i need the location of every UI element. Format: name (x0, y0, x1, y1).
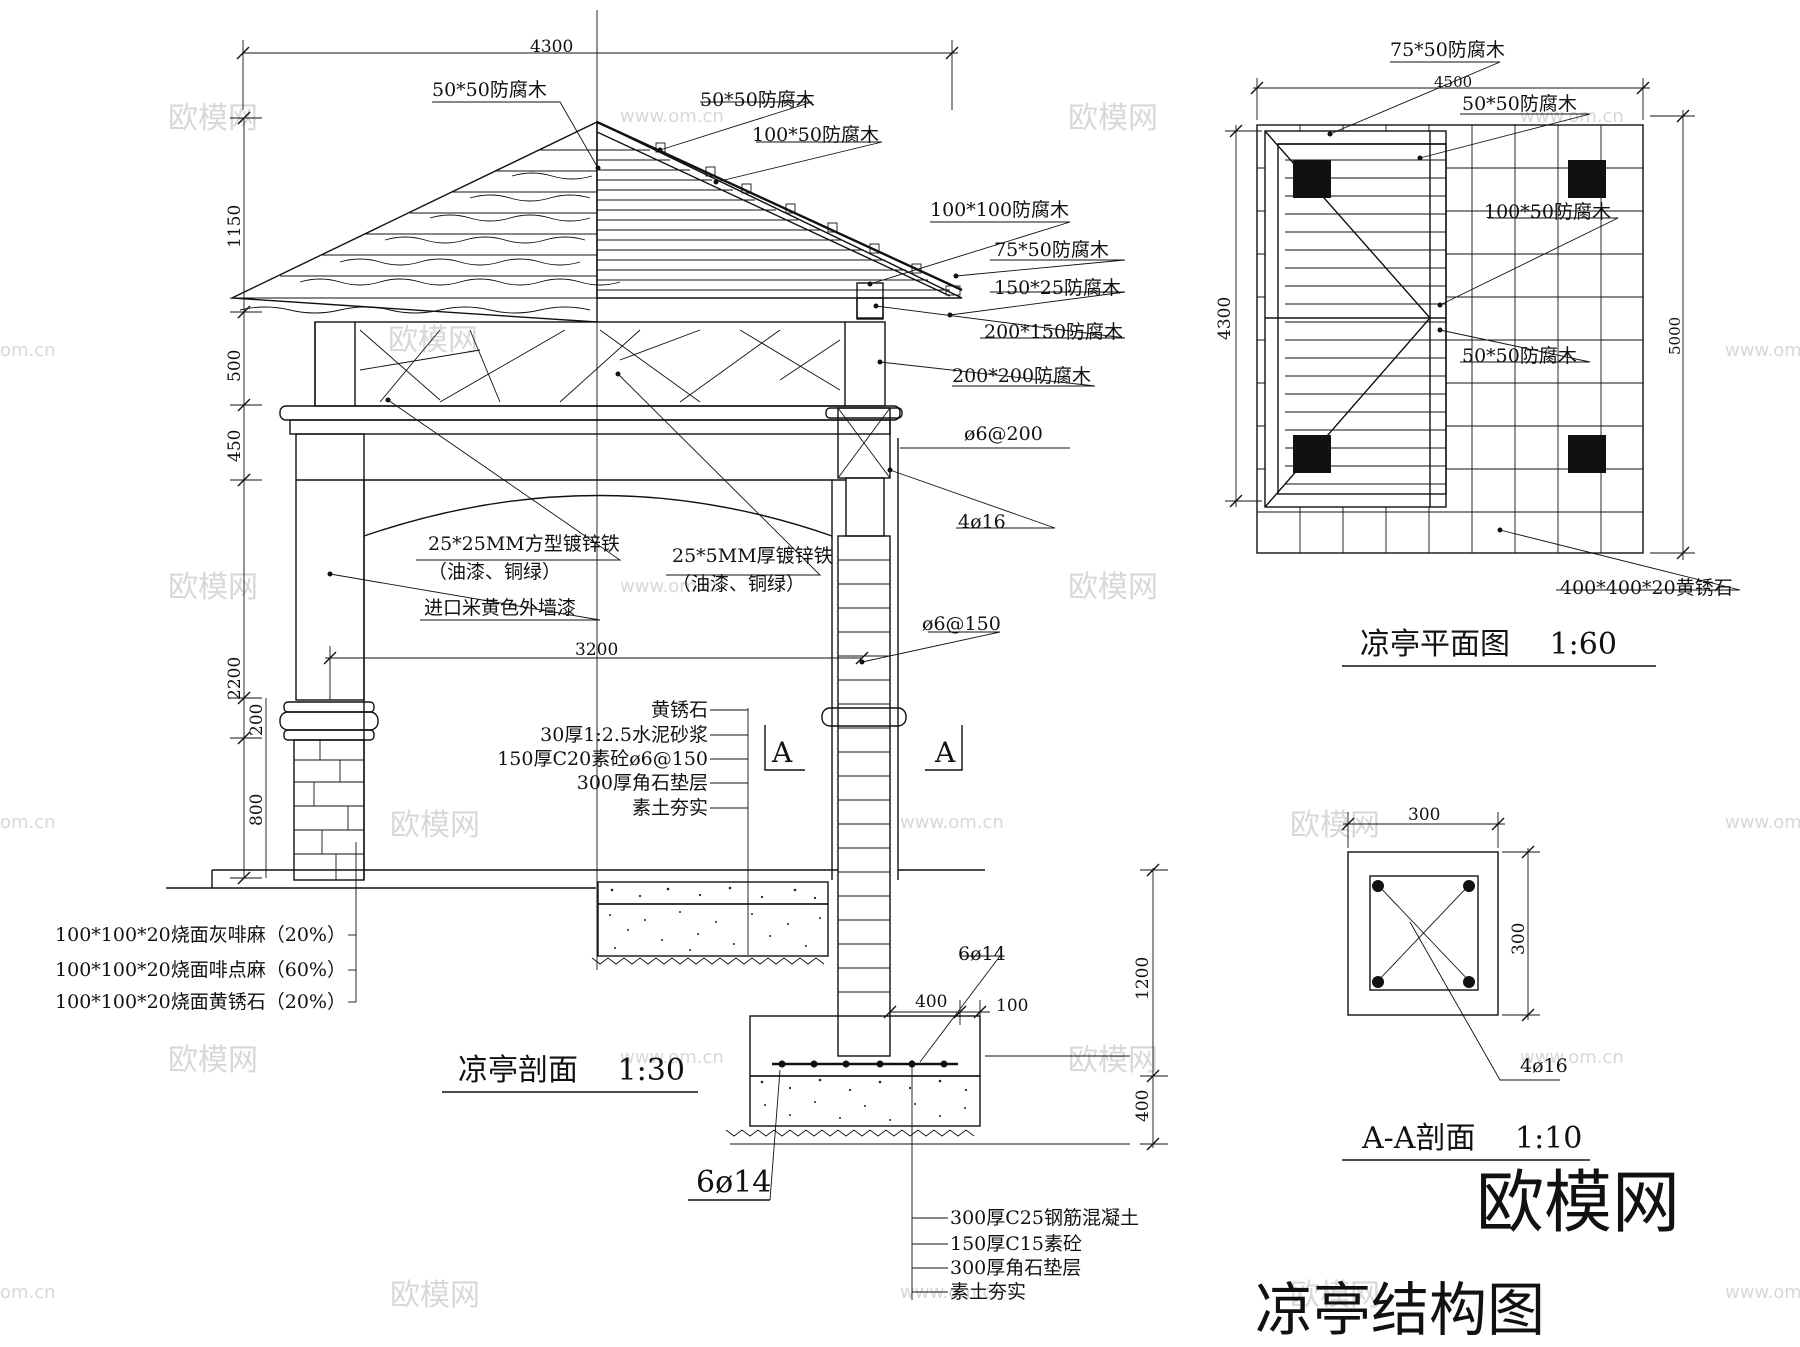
plan-title-text: 凉亭平面图 (1360, 627, 1510, 662)
watermark-url: www.om.cn (900, 1282, 1004, 1303)
plan-callout: 50*50防腐木 (1462, 93, 1577, 115)
section-scale: 1:30 (618, 1053, 685, 1088)
watermark-url: www.om.cn (1725, 1282, 1800, 1303)
dim-total-width: 4300 (530, 37, 573, 57)
brand-logo: 欧模网 (1476, 1164, 1680, 1243)
pedestal-finish-item: 100*100*20烧面啡点麻（60%） (55, 959, 346, 981)
dim-footing-depth: 1200 (1133, 957, 1153, 1000)
watermark: 欧模网 (388, 323, 478, 358)
callout-timber: 75*50防腐木 (994, 239, 1109, 261)
watermark-url: www.om.cn (1520, 1047, 1624, 1068)
floor-layer: 黄锈石 (651, 699, 708, 721)
section-drawing: 4300 1150 500 450 2200 200 (166, 10, 1168, 1201)
dim-roof-height: 1150 (225, 205, 245, 248)
watermark: 欧模网 (1068, 101, 1158, 136)
watermarks: 欧模网 欧模网 欧模网 欧模网 欧模网 欧模网 欧模网 欧模网 欧模网 欧模网 … (168, 101, 1380, 1313)
callout-iron: （油漆、铜绿） (428, 561, 561, 583)
watermark: 欧模网 (168, 1043, 258, 1078)
section-callouts: 50*50防腐木 50*50防腐木 100*50防腐木 100*100防腐木 7… (327, 79, 1126, 1063)
dim-footing-thick: 400 (1133, 1090, 1153, 1122)
cut-mark-right: A (934, 736, 956, 769)
watermark-url: www.om.cn (620, 576, 724, 597)
plan-callout: 100*50防腐木 (1484, 201, 1611, 223)
dim-pedestal: 800 (247, 794, 267, 826)
watermark-url: om.cn (0, 1282, 56, 1303)
footing-layer: 素土夯实 (950, 1281, 1026, 1303)
plan-callout: 75*50防腐木 (1390, 39, 1505, 61)
dim-frieze-height: 500 (225, 350, 245, 382)
plan-dim-depth: 4300 (1215, 297, 1235, 340)
watermark-url: www.om.cn (900, 812, 1004, 833)
aa-dim-height: 300 (1509, 923, 1529, 955)
watermark-url: www.om.cn (1725, 340, 1800, 361)
watermark: 欧模网 (168, 570, 258, 605)
watermark: 欧模网 (390, 808, 480, 843)
dim-span: 3200 (575, 640, 618, 660)
dim-base-ring: 200 (247, 704, 267, 736)
watermark-url: www.om.cn (1520, 106, 1624, 127)
floor-layer: 300厚角石垫层 (577, 772, 708, 794)
callout-iron: 25*5MM厚镀锌铁 (672, 545, 833, 567)
aa-title: A-A剖面 1:10 (1361, 1121, 1582, 1156)
section-title-text: 凉亭剖面 (458, 1053, 578, 1088)
callout-iron: 25*25MM方型镀锌铁 (428, 533, 620, 555)
callout-timber: 50*50防腐木 (700, 89, 815, 111)
floor-layers: 黄锈石 30厚1:2.5水泥砂浆 150厚C20素砼ø6@150 300厚角石垫… (497, 699, 749, 955)
plan-scale: 1:60 (1550, 627, 1617, 662)
footing-bar-label: 6ø14 (696, 1165, 771, 1200)
aa-dim-width: 300 (1408, 805, 1440, 825)
watermark-url: www.om.cn (1725, 812, 1800, 833)
watermark: 欧模网 (1068, 1043, 1158, 1078)
floor-layer: 素土夯实 (632, 797, 708, 819)
dim-column-height: 2200 (225, 657, 245, 700)
dim-footing-edge: 100 (996, 996, 1028, 1016)
footing-layers: 300厚C25钢筋混凝土 150厚C15素砼 300厚角石垫层 素土夯实 (911, 1060, 1139, 1303)
pedestal-finish-item: 100*100*20烧面灰啡麻（20%） (55, 924, 346, 946)
aa-scale: 1:10 (1515, 1121, 1582, 1156)
watermark: 欧模网 (1068, 570, 1158, 605)
callout-timber: 200*200防腐木 (952, 365, 1091, 387)
watermark-url: www.om.cn (620, 1047, 724, 1068)
callout-iron: （油漆、铜绿） (672, 573, 805, 595)
cut-mark-left: A (771, 736, 793, 769)
section-title: 凉亭剖面 1:30 (458, 1053, 685, 1088)
floor-layer: 150厚C20素砼ø6@150 (497, 748, 708, 770)
footing-layer: 300厚角石垫层 (950, 1257, 1081, 1279)
plan-dim-overall: 5000 (1666, 317, 1684, 355)
watermark-url: om.cn (0, 812, 56, 833)
callout-timber: 100*100防腐木 (930, 199, 1069, 221)
floor-layer: 30厚1:2.5水泥砂浆 (540, 724, 708, 746)
plan-drawing: 4500 4300 5000 75*50防腐木 50*50防腐木 100*50防… (1215, 39, 1741, 667)
aa-bars-label: 4ø16 (1520, 1055, 1568, 1077)
callout-timber: 100*50防腐木 (752, 124, 879, 146)
watermark: 欧模网 (1290, 808, 1380, 843)
dim-footing-step: 400 (915, 992, 947, 1012)
callout-rebar: ø6@200 (964, 423, 1043, 445)
callout-rebar: 4ø16 (958, 511, 1006, 533)
callout-rebar: 6ø14 (958, 943, 1006, 965)
footing-layer: 150厚C15素砼 (950, 1233, 1082, 1255)
pedestal-finish-item: 100*100*20烧面黄锈石（20%） (55, 991, 346, 1013)
callout-timber: 50*50防腐木 (432, 79, 547, 101)
dim-beam-height: 450 (225, 430, 245, 462)
pedestal-finish: 100*100*20烧面灰啡麻（20%） 100*100*20烧面啡点麻（60%… (55, 842, 357, 1013)
footing-layer: 300厚C25钢筋混凝土 (950, 1207, 1139, 1229)
watermark: 欧模网 (390, 1278, 480, 1313)
watermark-url: om.cn (0, 340, 56, 361)
plan-callout: 50*50防腐木 (1462, 345, 1577, 367)
plan-callout: 400*400*20黄锈石 (1560, 577, 1733, 599)
watermark-url: www.om.cn (620, 106, 724, 127)
watermark: 欧模网 (168, 101, 258, 136)
aa-title-text: A-A剖面 (1361, 1121, 1475, 1156)
plan-title: 凉亭平面图 1:60 (1360, 627, 1617, 662)
aa-section-drawing: 300 300 4ø16 A-A剖面 1:10 (1341, 805, 1590, 1161)
callout-timber: 150*25防腐木 (994, 277, 1121, 299)
drawing-title: 凉亭结构图 (1255, 1276, 1545, 1344)
callout-rebar: ø6@150 (922, 613, 1001, 635)
callout-paint: 进口米黄色外墙漆 (424, 597, 576, 619)
watermark-urls: www.om.cn www.om.cn om.cn www.om.cn www.… (0, 106, 1800, 1303)
callout-timber: 200*150防腐木 (984, 321, 1123, 343)
watermark: 欧模网 (1290, 1278, 1380, 1313)
